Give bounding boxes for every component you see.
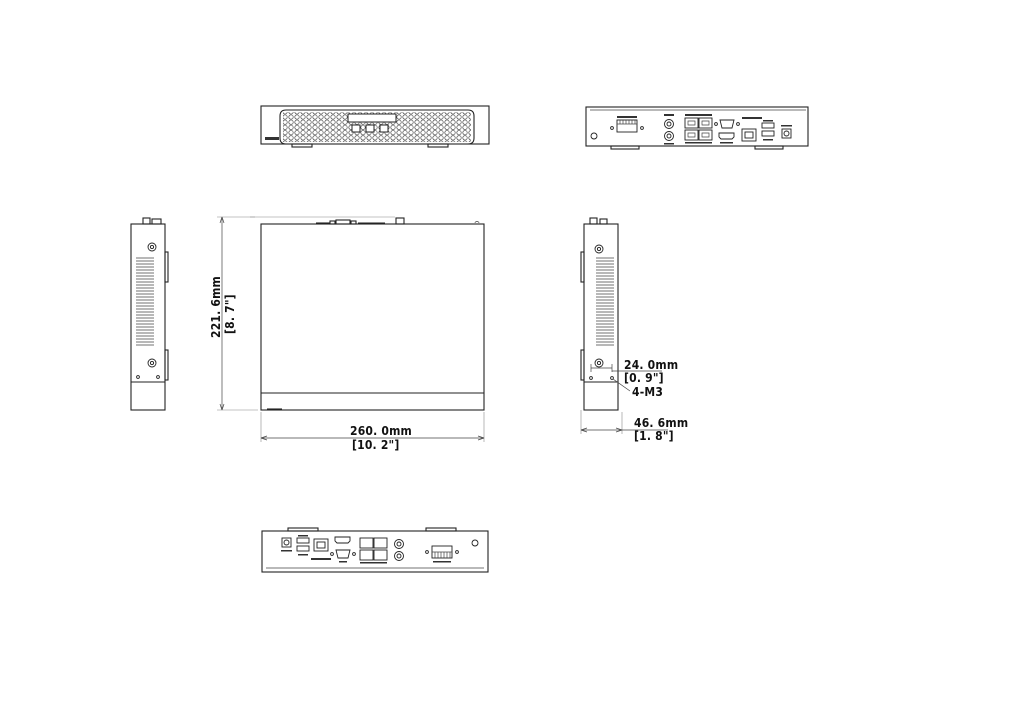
hole-spacing-dimension: 24. 0mm [0. 9"] 4-M3 — [590, 358, 678, 399]
ground-screw-icon — [471, 539, 479, 547]
hdmi-port-icon — [334, 536, 351, 544]
rear-panel-view-inverted — [261, 527, 489, 573]
top-view — [250, 216, 485, 411]
vga-port-icon — [719, 119, 735, 129]
hdmi-port-icon — [718, 132, 735, 140]
poe-ports-icon — [684, 114, 713, 144]
screw-label: 4-M3 — [632, 385, 663, 399]
front-view — [260, 105, 490, 148]
ground-screw-icon — [590, 132, 598, 140]
width-dimension: 260. 0mm [10. 2"] — [260, 412, 485, 452]
depth-dimension: 221. 6mm [8. 7"] — [209, 216, 258, 411]
hole-spacing-mm-label: 24. 0mm — [624, 358, 678, 372]
height-inch-label: [1. 8"] — [634, 429, 674, 443]
height-dimension: 46. 6mm [1. 8"] — [580, 410, 688, 443]
vent-slots-icon — [136, 257, 154, 346]
rear-panel-view — [585, 106, 809, 150]
depth-mm-label: 221. 6mm — [209, 276, 223, 338]
poe-ports-icon — [359, 537, 388, 564]
width-mm-label: 260. 0mm — [350, 424, 412, 438]
height-mm-label: 46. 6mm — [634, 416, 688, 430]
right-side-view — [580, 217, 619, 411]
width-inch-label: [10. 2"] — [352, 438, 400, 452]
vent-slots-icon — [596, 257, 614, 346]
vga-port-icon — [335, 549, 351, 559]
hole-spacing-inch-label: [0. 9"] — [624, 371, 664, 385]
usb-port-icon — [296, 537, 310, 544]
left-side-view — [130, 217, 169, 411]
depth-inch-label: [8. 7"] — [223, 294, 237, 334]
usb-port-icon — [761, 122, 775, 129]
